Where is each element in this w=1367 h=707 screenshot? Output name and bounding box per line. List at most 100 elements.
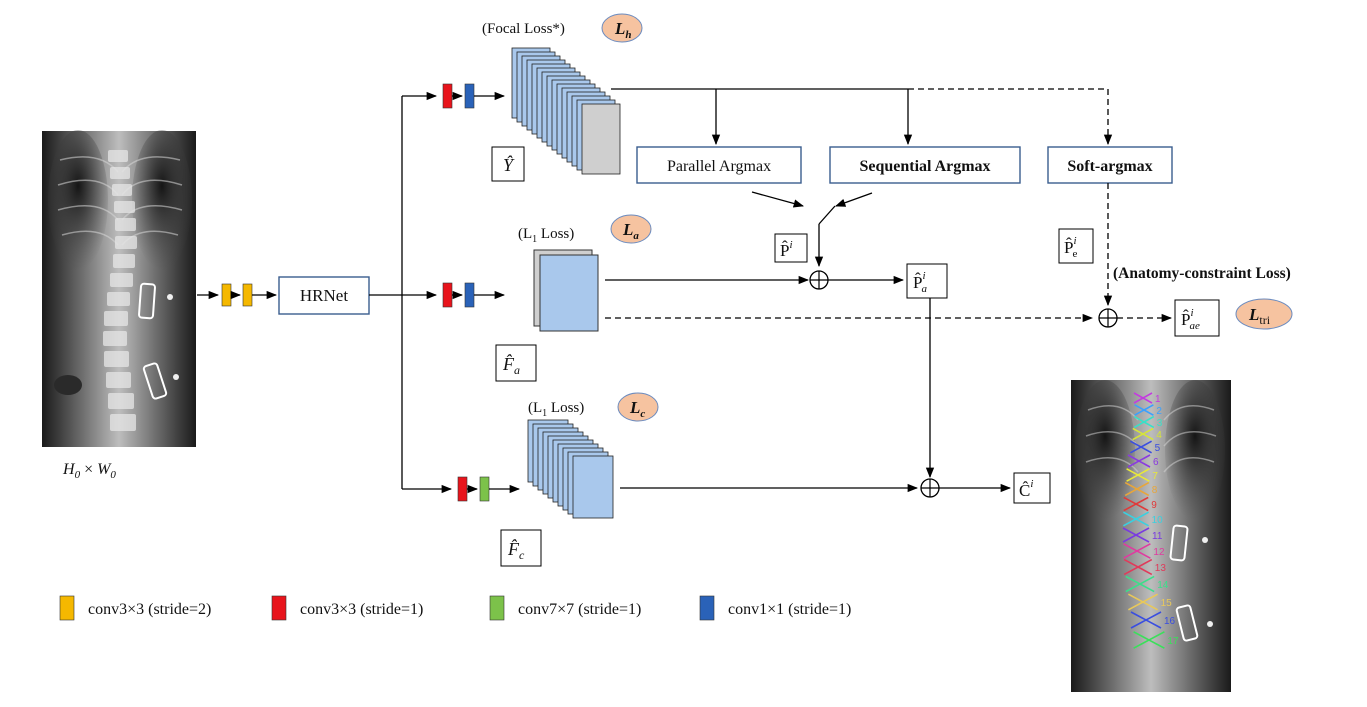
switch-lever [818, 205, 836, 225]
legend: conv3×3 (stride=2) conv3×3 (stride=1) conv… [59, 595, 851, 621]
stem-conv3x3-s2-block [242, 283, 253, 307]
svg-text:Soft-argmax: Soft-argmax [1067, 158, 1152, 175]
stem-conv3x3-s2-block [221, 283, 232, 307]
vertebra-number: 15 [1161, 598, 1173, 609]
legend-swatch [59, 595, 75, 621]
loss-badge-lh: Lh [601, 13, 643, 43]
center-conv7x7-block [479, 476, 490, 502]
sequential-argmax-module: Sequential Argmax [829, 146, 1021, 184]
parallel-switch-arrow [751, 191, 805, 208]
vertebra-mark [1123, 543, 1151, 559]
center-output-label: F̂c [500, 529, 542, 567]
vertebra-number: 12 [1153, 547, 1165, 558]
legend-label: conv1×1 (stride=1) [728, 601, 851, 618]
vertebra-mark [1123, 511, 1149, 527]
vertebra-mark [1123, 558, 1153, 576]
legend-swatch [699, 595, 715, 621]
center-conv3x3-s1-block [457, 476, 468, 502]
loss-badge-la: La [610, 214, 652, 244]
vertebra-mark [1132, 427, 1154, 441]
center-feature-stack [527, 419, 614, 519]
vertebra-mark [1126, 468, 1150, 482]
heatmap-channel [581, 103, 621, 175]
svg-text:Sequential Argmax: Sequential Argmax [859, 158, 990, 175]
svg-text:P̂i: P̂i [780, 239, 793, 260]
vertebra-mark [1125, 575, 1155, 593]
input-xray-image [42, 130, 196, 447]
vertebra-mark [1128, 593, 1158, 611]
vertebra-mark [1133, 415, 1155, 429]
input-size-caption: H0×W0 [62, 461, 116, 481]
heatmap-to-softargmax-dashed [908, 88, 1113, 146]
offset-conv3x3-s1-block [442, 282, 453, 308]
sum-node-pae [1098, 308, 1118, 328]
svg-text:F̂c: F̂c [507, 539, 525, 562]
vertebra-number: 5 [1155, 443, 1161, 454]
center-channel [572, 455, 614, 519]
anatomy-loss-label: (Anatomy-constraint Loss) [1113, 265, 1291, 282]
vertebra-number: 13 [1155, 563, 1167, 574]
branch-lines [369, 91, 453, 494]
svg-text:F̂a: F̂a [502, 354, 520, 377]
legend-label: conv3×3 (stride=2) [88, 601, 211, 618]
parallel-argmax-module: Parallel Argmax [636, 146, 802, 184]
heatmap-conv3x3-s1-block [442, 83, 453, 109]
sum-node-c [920, 478, 940, 498]
heatmap-feature-stack [511, 47, 621, 175]
vertebra-number: 2 [1156, 406, 1162, 417]
vertebra-number: 16 [1164, 616, 1176, 627]
legend-swatch [271, 595, 287, 621]
hrnet-label: HRNet [300, 286, 348, 305]
vertebra-mark [1122, 527, 1150, 543]
svg-text:Lh: Lh [614, 19, 632, 41]
svg-text:La: La [622, 220, 639, 242]
c-hat-label: Ĉi [1013, 472, 1051, 504]
svg-text:Ŷ: Ŷ [503, 154, 515, 175]
sequential-switch-arrow [835, 192, 873, 207]
offset-loss-label: (L1 Loss) [518, 226, 574, 245]
vertebra-mark [1130, 611, 1162, 629]
vertebra-number: 8 [1152, 485, 1158, 496]
vertebra-number: 11 [1152, 531, 1163, 542]
heatmap-output-label: Ŷ [491, 146, 525, 182]
offset-output-label: F̂a [495, 344, 537, 382]
vertebra-mark [1124, 481, 1150, 497]
vertebra-number: 9 [1151, 500, 1157, 511]
vertebra-mark [1130, 440, 1152, 454]
offset-conv1x1-block [464, 282, 475, 308]
soft-argmax-module: Soft-argmax [1047, 146, 1173, 184]
vertebra-number: 6 [1153, 457, 1159, 468]
legend-label: conv3×3 (stride=1) [300, 601, 423, 618]
legend-swatch [489, 595, 505, 621]
sum-node-pa [809, 270, 829, 290]
vertebra-number: 14 [1157, 580, 1169, 591]
vertebra-number: 4 [1156, 430, 1162, 441]
heatmap-to-argmax-lines [611, 88, 913, 146]
svg-text:P̂ia: P̂ia [913, 270, 928, 295]
vertebra-number: 1 [1155, 394, 1161, 405]
vertebra-number: 3 [1157, 418, 1163, 429]
offset-feature-map [533, 249, 599, 332]
svg-text:Ĉi: Ĉi [1019, 478, 1033, 500]
svg-text:Ltri: Ltri [1248, 305, 1271, 327]
legend-label: conv7×7 (stride=1) [518, 601, 641, 618]
hrnet-backbone: HRNet [278, 276, 370, 315]
vertebra-mark [1123, 496, 1149, 512]
vertebra-mark [1133, 392, 1153, 404]
vertebra-number: 10 [1152, 515, 1164, 526]
svg-text:Parallel Argmax: Parallel Argmax [667, 158, 771, 175]
vertebra-number: 17 [1167, 636, 1179, 647]
loss-badge-lc: Lc [617, 392, 659, 422]
loss-badge-ltri: Ltri [1235, 298, 1293, 330]
center-loss-label: (L1 Loss) [528, 400, 584, 419]
vertebra-mark [1133, 631, 1165, 649]
vertebra-mark [1127, 454, 1151, 468]
p-hat-i-label: P̂i [774, 233, 808, 263]
svg-text:Lc: Lc [629, 398, 645, 420]
